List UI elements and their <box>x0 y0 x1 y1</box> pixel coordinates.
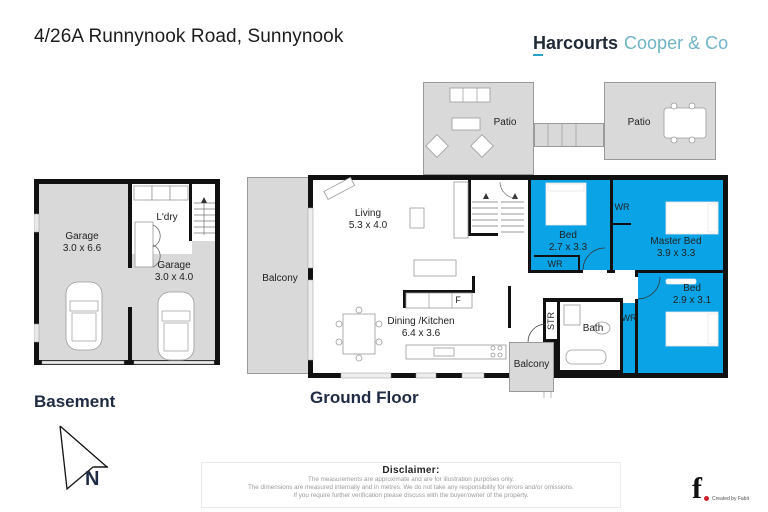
room-bed-2: Bed 2.9 x 3.1 <box>662 283 722 307</box>
room-name: Living <box>354 208 382 219</box>
door-gap <box>615 270 635 273</box>
disclaimer-line: The dimensions are measured internally a… <box>247 484 575 491</box>
room-patio-2: Patio <box>627 117 651 128</box>
patio-steps <box>534 123 604 147</box>
wardrobe-bed-2: WR <box>621 313 637 323</box>
room-master-bed: Master Bed 3.9 x 3.3 <box>636 236 716 260</box>
fabit-credit-text: Created by Fabit <box>712 496 749 502</box>
fabit-credit: f Created by Fabit <box>692 472 749 505</box>
north-label: N <box>85 468 100 490</box>
room-name: Bed <box>683 283 701 294</box>
internal-wall <box>128 184 132 268</box>
basement-plan: Garage 3.0 x 6.6 Garage 3.0 x 4.0 L'dry <box>34 179 220 365</box>
kitchen-partition <box>403 290 475 293</box>
room-size: 3.0 x 4.0 <box>154 272 194 283</box>
fridge-label: F <box>455 295 461 305</box>
storage <box>546 302 557 339</box>
room-laundry: L'dry <box>156 212 178 223</box>
internal-wall <box>508 286 511 328</box>
room-size: 3.9 x 3.3 <box>656 248 696 259</box>
room-size: 5.3 x 4.0 <box>348 220 388 231</box>
room-garage-2: Garage 3.0 x 4.0 <box>144 260 204 284</box>
internal-wall <box>610 180 613 270</box>
balcony-south <box>509 342 554 392</box>
room-balcony-west: Balcony <box>262 273 298 284</box>
fabit-logo: f <box>692 472 702 505</box>
north-arrow-icon <box>59 425 109 491</box>
bedroom-2-wardrobe <box>620 303 638 373</box>
car-icon <box>65 281 103 351</box>
stair-wall <box>468 180 471 235</box>
ground-floor-label: Ground Floor <box>310 388 419 407</box>
room-size: 2.7 x 3.3 <box>548 242 588 253</box>
kitchen-partition <box>403 290 406 308</box>
internal-wall <box>528 180 531 273</box>
room-dining-kitchen: Dining /Kitchen 6.4 x 3.6 <box>376 316 466 340</box>
room-size: 3.0 x 6.6 <box>62 243 102 254</box>
room-name: Garage <box>65 231 99 242</box>
room-storage: STR <box>546 312 556 330</box>
disclaimer-line: If you require further verification plea… <box>293 492 529 499</box>
internal-wall <box>635 273 638 373</box>
wardrobe-wall <box>613 223 631 225</box>
room-bed-1: Bed 2.7 x 3.3 <box>538 230 598 254</box>
room-size: 6.4 x 3.6 <box>401 328 441 339</box>
stair-wall <box>189 184 192 241</box>
ground-floor-plan: Living 5.3 x 4.0 Dining /Kitchen 6.4 x 3… <box>246 80 756 400</box>
room-name: Dining /Kitchen <box>387 316 455 327</box>
basement-label: Basement <box>34 392 116 411</box>
wardrobe-wall <box>578 255 580 270</box>
ground-fixtures <box>307 87 719 398</box>
room-name: Bed <box>559 230 577 241</box>
property-address: 4/26A Runnynook Road, Sunnynook <box>34 26 344 47</box>
room-patio-1: Patio <box>493 117 517 128</box>
stair-wall <box>468 233 498 236</box>
door-gap <box>635 277 638 299</box>
room-size: 2.9 x 3.1 <box>672 295 712 306</box>
room-name: Garage <box>157 260 191 271</box>
compass: N <box>56 422 116 494</box>
wardrobe-wall <box>534 255 578 257</box>
room-garage-1: Garage 3.0 x 6.6 <box>52 231 112 255</box>
door-gap <box>583 270 607 273</box>
internal-wall <box>128 307 132 360</box>
disclaimer-box: Disclaimer: The measurements are approxi… <box>201 462 621 508</box>
room-bath: Bath <box>582 323 604 334</box>
disclaimer-line: The measurements are approximate and are… <box>307 476 515 483</box>
room-name: Master Bed <box>650 236 702 247</box>
room-balcony-south: Balcony <box>513 359 550 370</box>
room-living: Living 5.3 x 4.0 <box>328 208 408 232</box>
disclaimer-title: Disclaimer: <box>382 465 440 476</box>
brand-secondary: Cooper & Co <box>624 33 729 53</box>
wardrobe-master: WR <box>614 202 630 212</box>
fabit-dot-icon <box>704 496 709 501</box>
basement-fixtures <box>34 185 215 365</box>
wardrobe-bed-1: WR <box>547 259 563 269</box>
car-icon <box>157 291 195 361</box>
kitchen-partition <box>472 276 475 293</box>
brand-primary: Harcourts <box>533 33 619 53</box>
balcony-west <box>247 177 311 374</box>
